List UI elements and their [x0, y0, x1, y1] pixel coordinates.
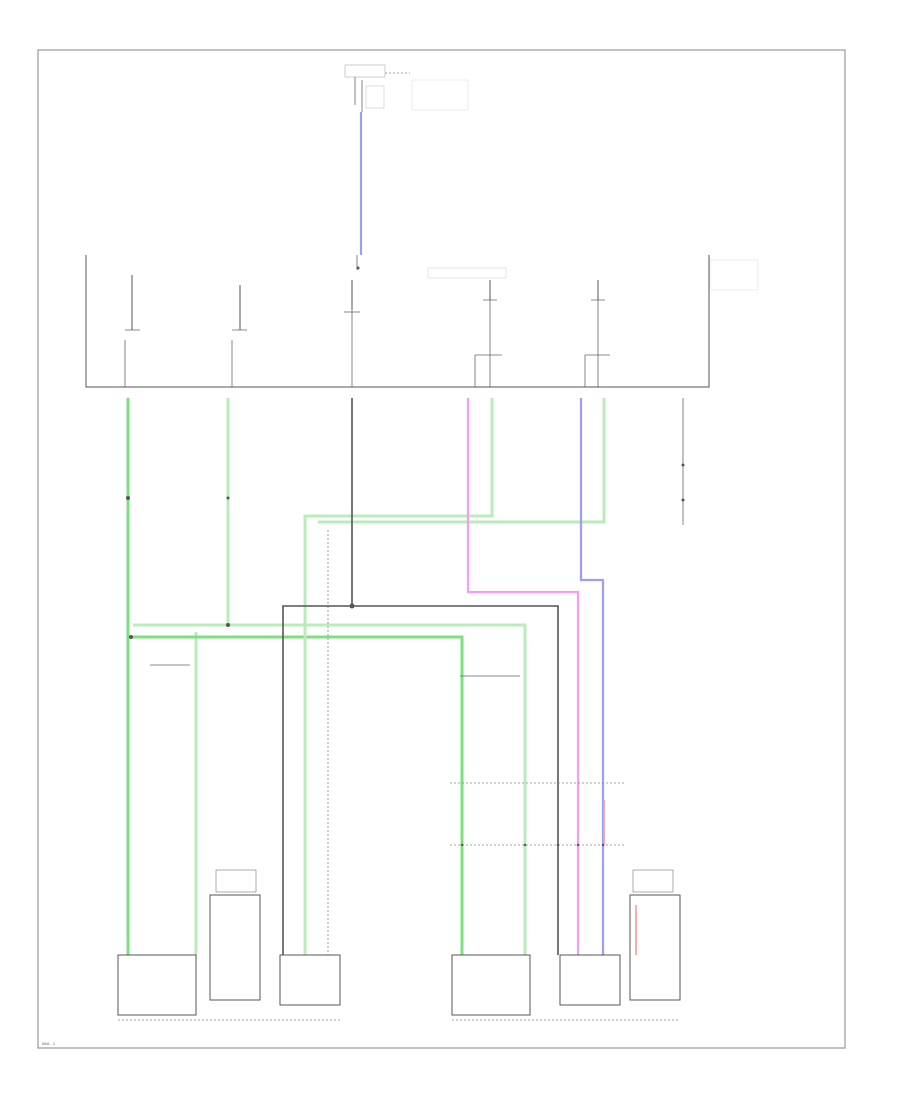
connector-rows	[150, 664, 625, 847]
switch-module	[85, 255, 759, 388]
page-frame	[37, 49, 846, 1049]
harness-wires	[126, 398, 685, 955]
power-source	[344, 64, 469, 270]
left-mirror-assembly	[117, 869, 341, 1021]
right-mirror-assembly	[451, 869, 681, 1021]
page-id: W/A - 1	[42, 1041, 56, 1046]
